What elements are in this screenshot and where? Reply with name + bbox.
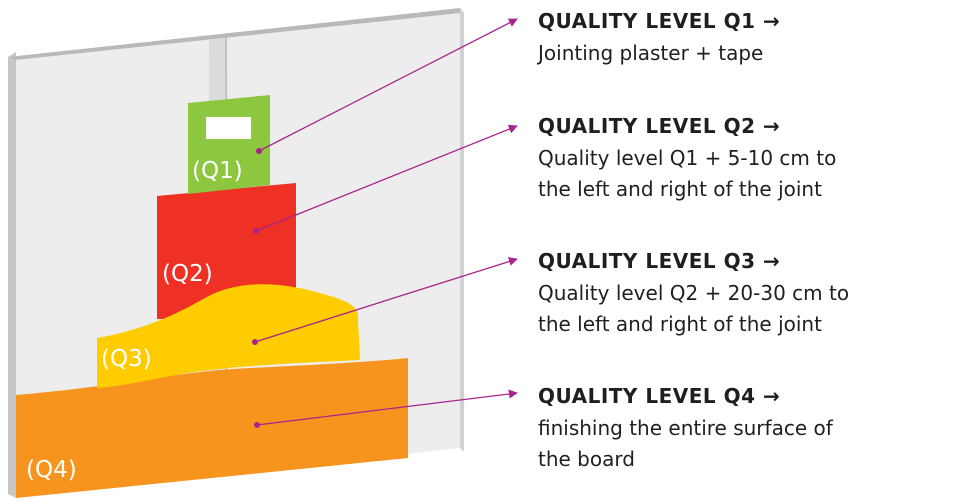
- pointers: [252, 18, 518, 428]
- legend-q1-desc-line-1: Jointing plaster + tape: [538, 41, 764, 65]
- pointer-q1-dot: [256, 148, 262, 154]
- board-top-edge: [8, 8, 464, 60]
- legend-q3-desc-line-2: the left and right of the joint: [538, 312, 822, 336]
- legend-q4-desc-line-1: finishing the entire surface of: [538, 416, 833, 440]
- legend-q3: QUALITY LEVEL Q3 → Quality level Q2 + 20…: [538, 248, 963, 340]
- zone-q2-label: (Q2): [162, 261, 213, 287]
- legend-q4-title: QUALITY LEVEL Q4 →: [538, 384, 781, 408]
- pointer-q4: [256, 389, 518, 426]
- legend-q1: QUALITY LEVEL Q1 → Jointing plaster + ta…: [538, 8, 963, 69]
- legend-q4: QUALITY LEVEL Q4 → finishing the entire …: [538, 383, 963, 475]
- zone-q4: (Q4): [16, 358, 408, 498]
- pointer-q2-dot: [253, 228, 259, 234]
- zone-q4-shape: [16, 358, 408, 498]
- zone-q4-label: (Q4): [26, 457, 77, 483]
- board-right-edge: [460, 8, 464, 452]
- legend-q3-desc-line-1: Quality level Q2 + 20-30 cm to: [538, 281, 850, 305]
- pointer-q3-dot: [252, 339, 258, 345]
- pointer-q1: [258, 18, 518, 152]
- pointer-q4-dot: [254, 422, 260, 428]
- zone-q1: (Q1): [188, 95, 270, 194]
- zone-q3: (Q3): [97, 284, 360, 388]
- zone-q3-label: (Q3): [101, 346, 152, 372]
- legend-q1-title: QUALITY LEVEL Q1 →: [538, 9, 781, 33]
- legend-q4-desc-line-2: the board: [538, 447, 635, 471]
- legend-q3-title: QUALITY LEVEL Q3 →: [538, 249, 781, 273]
- legend-q2-desc-line-1: Quality level Q1 + 5-10 cm to: [538, 146, 837, 170]
- pointer-q3: [254, 257, 518, 343]
- legend-q2: QUALITY LEVEL Q2 → Quality level Q1 + 5-…: [538, 113, 963, 205]
- legend-q2-title: QUALITY LEVEL Q2 →: [538, 114, 781, 138]
- zone-q1-window: [206, 117, 251, 139]
- zone-q3-shape: [97, 284, 360, 388]
- pointer-q2: [255, 124, 518, 232]
- zone-q1-label: (Q1): [192, 158, 243, 184]
- legend-q2-desc-line-2: the left and right of the joint: [538, 177, 822, 201]
- board-left-edge: [8, 52, 16, 498]
